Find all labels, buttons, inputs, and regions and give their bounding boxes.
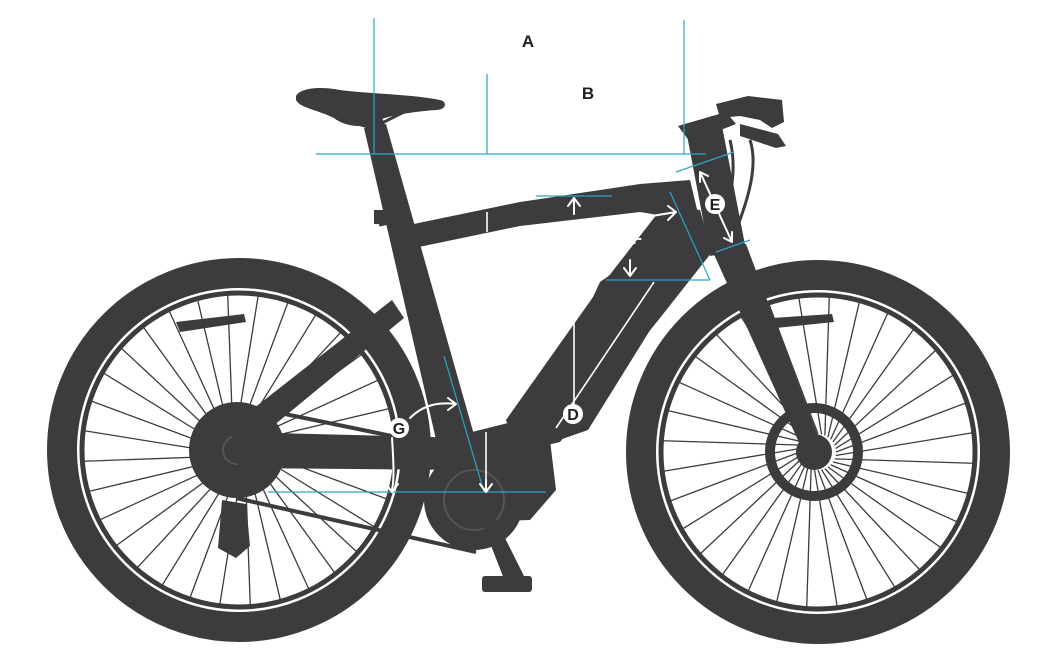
label-f: F — [632, 229, 642, 248]
spoke — [682, 454, 801, 530]
spoke — [695, 356, 809, 438]
arrow-c-down — [479, 479, 493, 493]
fork — [712, 244, 824, 458]
label-c: C — [480, 335, 492, 354]
measurement-lines — [268, 18, 751, 493]
chainring-inner — [443, 469, 505, 531]
top-tube — [404, 180, 700, 248]
frame — [226, 124, 824, 522]
head-tube — [686, 126, 746, 256]
front-tire — [626, 260, 1010, 644]
spoke — [668, 410, 804, 443]
spoke — [679, 381, 806, 440]
label-b: B — [582, 84, 594, 103]
spoke — [776, 466, 809, 602]
pedal — [482, 576, 532, 592]
rear-derailleur — [218, 500, 250, 558]
kickstand — [374, 210, 394, 224]
brake-lever — [740, 124, 786, 148]
line-headtube-bottom — [715, 239, 751, 253]
badge-g: G — [389, 418, 409, 438]
stem — [678, 112, 736, 142]
handlebar — [716, 96, 784, 128]
white-measurements — [385, 171, 733, 493]
front-wheel — [626, 260, 1010, 644]
arrow-toptube-right — [639, 205, 677, 221]
badge-d: D — [563, 404, 583, 424]
front-disc-rotor — [765, 403, 863, 501]
spoke — [806, 468, 812, 607]
saddle — [296, 88, 445, 126]
spoke — [670, 451, 801, 502]
spoke — [747, 464, 806, 591]
spoke — [664, 447, 801, 472]
front-fender-stub — [772, 314, 834, 328]
arrow-g-arc — [385, 437, 399, 493]
spoke — [722, 461, 804, 575]
rear-fender-stub — [176, 314, 246, 332]
chain — [235, 402, 477, 554]
spoke — [663, 440, 802, 446]
battery — [536, 254, 680, 444]
line-d-diagonal — [555, 281, 655, 429]
label-d: D — [567, 407, 579, 424]
label-a: A — [522, 32, 534, 51]
line-c-seat-tube — [443, 355, 485, 493]
front-rim — [658, 292, 978, 612]
label-g: G — [393, 421, 405, 438]
crank-arm — [470, 492, 524, 584]
arrow-toptube-up — [567, 197, 581, 215]
line-headtube-top — [675, 151, 735, 173]
arrow-f-down — [623, 259, 637, 277]
spoke — [700, 458, 802, 554]
badge-e: E — [705, 194, 725, 214]
line-f-diagonal — [669, 191, 711, 281]
arrow-g-right — [409, 397, 457, 419]
saddle-rail — [335, 110, 405, 130]
label-e: E — [710, 197, 721, 214]
